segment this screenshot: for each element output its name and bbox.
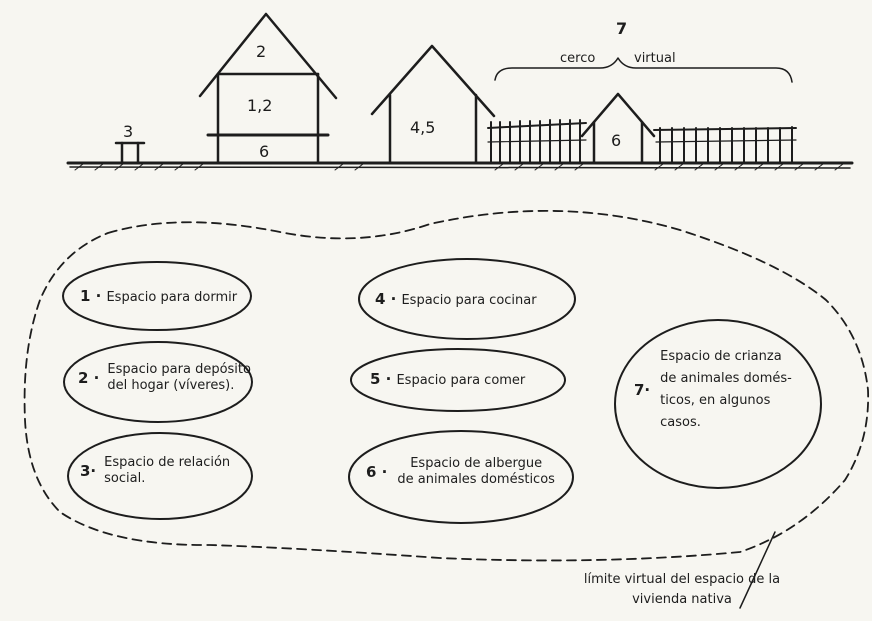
legend-text: Espacio para dormir xyxy=(106,290,238,305)
legend-text: del hogar (víveres). xyxy=(107,378,235,394)
legend-text: Espacio de albergue xyxy=(410,456,543,471)
legend-item-3: 3· Espacio de relación social. xyxy=(80,455,230,488)
fence-right-drawing xyxy=(653,126,797,164)
legend-oval-2 xyxy=(63,341,253,423)
legend-text: Espacio para depósito xyxy=(107,362,251,377)
boundary-label-line: vivienda nativa xyxy=(632,592,732,608)
legend-oval-5 xyxy=(350,348,566,412)
tall-house-top-label: 2 xyxy=(256,42,266,61)
legend-text: Espacio para comer xyxy=(396,373,526,388)
medium-house-label: 4,5 xyxy=(410,118,435,137)
legend-text: Espacio de relación xyxy=(104,455,231,470)
small-house-label: 6 xyxy=(611,131,621,150)
legend-number: 7· xyxy=(634,380,651,399)
legend-item-2: 2 · Espacio para depósito del hogar (vív… xyxy=(78,362,251,395)
tall-house-drawing xyxy=(198,12,338,165)
legend-number: 1 · xyxy=(80,287,102,305)
legend-item-4: 4 · Espacio para cocinar xyxy=(375,289,537,309)
legend-item-6: 6 · Espacio de albergue de animales domé… xyxy=(366,456,555,489)
bench-label: 3 xyxy=(123,122,133,141)
legend-text: de animales domésticos xyxy=(397,472,555,488)
fence-left-drawing xyxy=(487,119,587,164)
legend-number: 5 · xyxy=(370,370,392,388)
ground-line xyxy=(66,161,854,171)
legend-number: 2 · xyxy=(78,368,100,387)
tall-house-bottom-label: 6 xyxy=(259,142,269,161)
legend-item-7: 7· Espacio de crianza de animales domés-… xyxy=(634,346,792,434)
legend-oval-1 xyxy=(62,261,252,331)
legend-text: social. xyxy=(104,471,146,487)
legend-text: de animales domés- xyxy=(660,371,792,387)
boundary-label: límite virtual del espacio de la viviend… xyxy=(552,572,812,609)
medium-house-drawing xyxy=(370,44,496,165)
legend-number: 4 · xyxy=(375,290,397,308)
fence-number-label: 7 xyxy=(616,19,627,38)
fence-label-left: cerco xyxy=(560,51,595,66)
legend-item-5: 5 · Espacio para comer xyxy=(370,369,525,389)
legend-text: ticos, en algunos xyxy=(660,393,771,409)
legend-oval-7 xyxy=(614,319,822,489)
small-house-drawing xyxy=(580,92,656,165)
legend-number: 6 · xyxy=(366,462,388,481)
legend-item-1: 1 · Espacio para dormir xyxy=(80,286,237,306)
legend-oval-6 xyxy=(348,430,574,524)
bench-drawing xyxy=(114,141,146,165)
boundary-label-line: límite virtual del espacio de la xyxy=(583,572,781,587)
legend-text: Espacio de crianza xyxy=(660,349,782,364)
legend-text: Espacio para cocinar xyxy=(401,293,537,308)
boundary-pointer xyxy=(739,531,776,609)
tall-house-mid-label: 1,2 xyxy=(247,96,272,115)
legend-number: 3· xyxy=(80,461,97,480)
boundary-dashed-line xyxy=(23,209,870,562)
fence-label-right: virtual xyxy=(634,51,676,66)
legend-oval-3 xyxy=(67,432,253,520)
fence-brace xyxy=(494,57,793,83)
legend-oval-4 xyxy=(358,258,576,340)
legend-text: casos. xyxy=(660,415,701,431)
